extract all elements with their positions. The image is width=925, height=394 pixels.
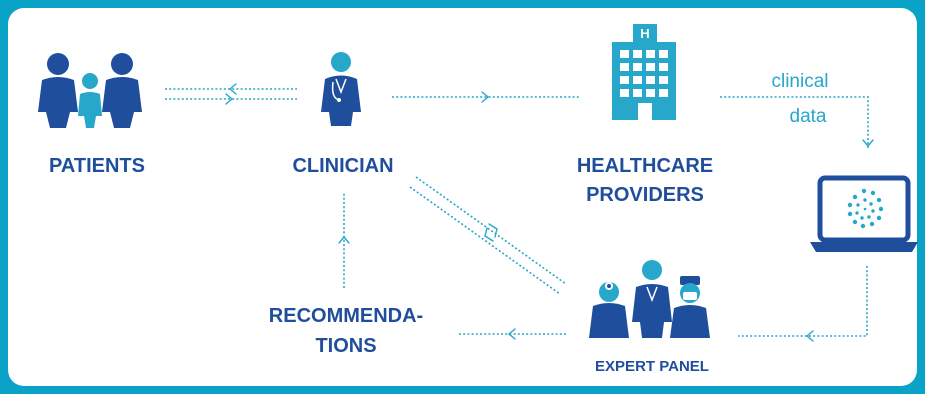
node-label-recommendations-1: RECOMMENDA-: [269, 305, 423, 327]
doctor-icon: [321, 52, 361, 126]
laptop-icon: [810, 175, 918, 252]
edge-recommendations-clinician: [338, 192, 350, 288]
node-label-healthcare-1: HEALTHCARE: [577, 155, 713, 177]
edge-clinical-data: [720, 96, 874, 148]
edge-label-data: data: [790, 106, 827, 127]
edge-clinician-expert: [409, 176, 567, 295]
node-label-patients: PATIENTS: [49, 155, 145, 177]
edge-laptop-expert: [738, 266, 868, 342]
diagram-frame: [8, 8, 917, 386]
edge-expert-recommendations: [458, 328, 566, 340]
hospital-icon: H: [612, 24, 676, 120]
node-label-healthcare-2: PROVIDERS: [586, 184, 704, 206]
node-label-clinician: CLINICIAN: [292, 155, 393, 177]
edge-clinician-healthcare: [392, 91, 580, 103]
family-icon: [38, 53, 142, 128]
edge-patients-clinician: [165, 83, 297, 105]
node-label-recommendations-2: TIONS: [315, 335, 376, 357]
edge-label-clinical: clinical: [771, 71, 828, 92]
hospital-sign: H: [640, 26, 649, 41]
node-label-expert-panel: EXPERT PANEL: [595, 358, 709, 375]
logo-dots: [847, 188, 884, 229]
expert-panel-icon: [589, 260, 710, 338]
